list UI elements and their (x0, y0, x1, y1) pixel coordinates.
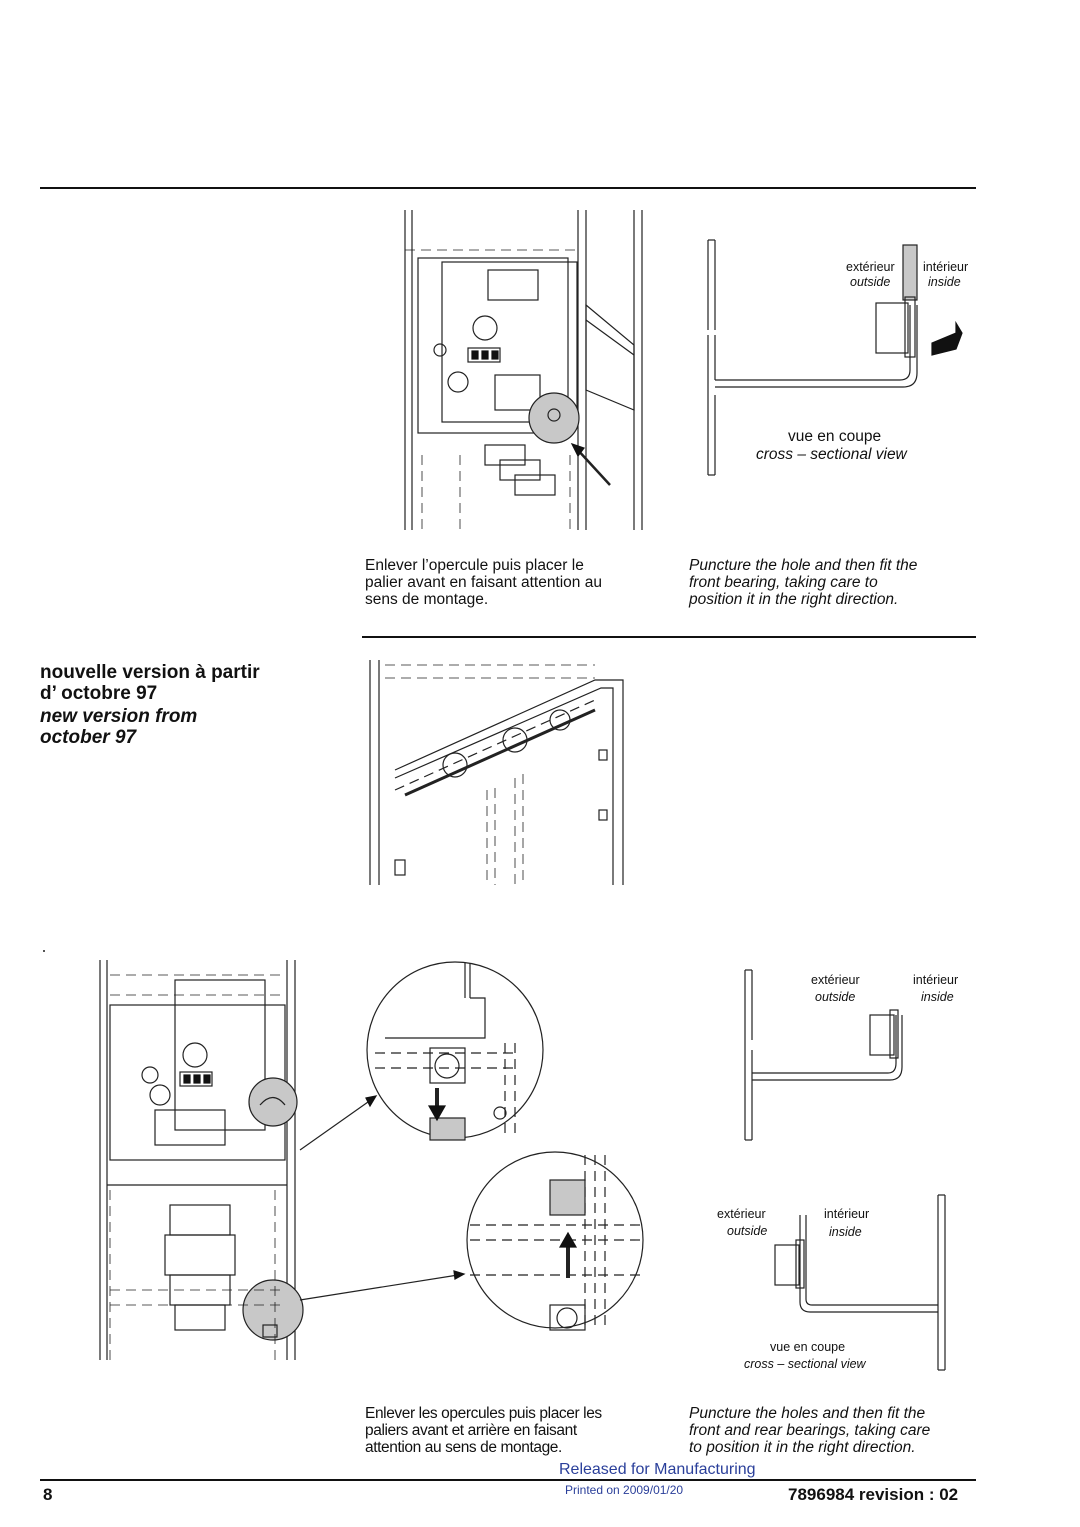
detail-circle-upper (366, 961, 544, 1141)
instruction-en-2: Puncture the holes and then fit the fron… (689, 1405, 979, 1456)
top-rule (40, 187, 976, 189)
heading-fr-line2: d’ octobre 97 (40, 683, 158, 704)
label-inside-2: inside (921, 990, 954, 1004)
cross-section-drawing-2 (744, 969, 903, 1141)
label-cross-sectional-view-2: cross – sectional view (744, 1357, 866, 1371)
label-cross-sectional-view: cross – sectional view (756, 446, 907, 463)
printed-date: Printed on 2009/01/20 (565, 1483, 684, 1497)
label-exterieur-3: extérieur (717, 1207, 766, 1221)
instruction-fr-2-line2: paliers avant et arrière en faisant (365, 1422, 577, 1439)
label-outside: outside (850, 275, 891, 289)
instruction-fr-1: Enlever l’opercule puis placer le palier… (365, 557, 665, 608)
label-outside-2: outside (815, 990, 856, 1004)
new-version-heading-fr: nouvelle version à partir d’ octobre 97 (40, 662, 260, 704)
new-version-heading-en: new version from october 97 (40, 706, 197, 748)
label-interieur-2: intérieur (913, 973, 959, 987)
instruction-fr-2-line1: Enlever les opercules puis placer les (365, 1405, 602, 1422)
instruction-en-1: Puncture the hole and then fit the front… (689, 557, 979, 608)
label-inside-3: inside (829, 1225, 862, 1239)
instruction-en-1-line3: position it in the right direction. (689, 591, 899, 608)
instruction-fr-2: Enlever les opercules puis placer les pa… (365, 1405, 675, 1456)
front-rear-bearing-mechanism-drawing (99, 960, 304, 1360)
label-exterieur: extérieur (846, 260, 895, 274)
instruction-fr-2-line3: attention au sens de montage. (365, 1439, 562, 1456)
label-outside-3: outside (727, 1224, 768, 1238)
new-version-assembly-drawing (369, 660, 624, 885)
label-interieur: intérieur (923, 260, 969, 274)
front-bearing-mechanism-drawing (404, 210, 643, 530)
heading-en-line1: new version from (40, 706, 198, 727)
heading-en-line2: october 97 (40, 727, 137, 748)
instruction-fr-1-line3: sens de montage. (365, 591, 489, 608)
instruction-en-1-line1: Puncture the hole and then fit the (689, 557, 918, 574)
footer-rule (40, 1479, 976, 1481)
instruction-en-2-line2: front and rear bearings, taking care (689, 1422, 931, 1439)
cross-section-drawing-1 (707, 239, 963, 476)
label-interieur-3: intérieur (824, 1207, 870, 1221)
doc-revision: 7896984 revision : 02 (788, 1485, 959, 1504)
instruction-fr-1-line1: Enlever l’opercule puis placer le (365, 557, 584, 574)
instruction-en-2-line3: to position it in the right direction. (689, 1439, 916, 1456)
detail-circle-lower (466, 1151, 644, 1331)
cross-section-drawing-3 (774, 1194, 946, 1371)
label-inside: inside (928, 275, 961, 289)
label-exterieur-2: extérieur (811, 973, 860, 987)
released-for-manufacturing: Released for Manufacturing (559, 1461, 756, 1478)
page-number: 8 (43, 1485, 53, 1504)
instruction-fr-1-line2: palier avant en faisant attention au (365, 574, 602, 591)
instruction-en-2-line1: Puncture the holes and then fit the (689, 1405, 926, 1422)
stray-dot (43, 950, 45, 952)
middle-rule (362, 636, 976, 638)
label-vue-en-coupe: vue en coupe (788, 428, 882, 445)
detail-leader-arrows (299, 1095, 466, 1301)
label-vue-en-coupe-2: vue en coupe (770, 1340, 846, 1354)
heading-fr-line1: nouvelle version à partir (40, 662, 260, 683)
instruction-en-1-line2: front bearing, taking care to (689, 574, 878, 591)
